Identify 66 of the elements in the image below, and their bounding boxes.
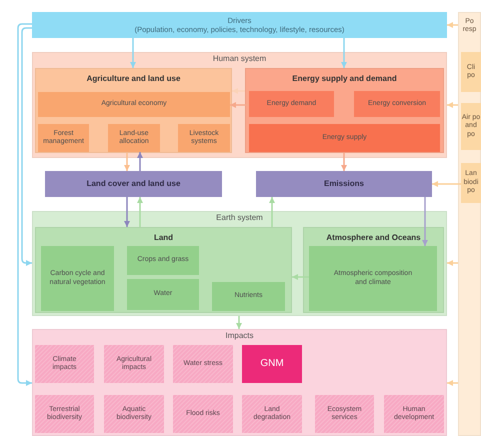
impact-box <box>35 345 94 383</box>
flow-arrow <box>236 316 242 329</box>
flow-arrow <box>124 153 130 171</box>
impact-box <box>242 395 302 433</box>
group-panel <box>303 227 444 313</box>
impact-box <box>384 395 444 433</box>
component-box <box>249 91 334 117</box>
system-panel <box>32 329 447 436</box>
group-title: Energy supply and demand <box>292 74 397 84</box>
flow-arrow <box>230 102 249 108</box>
process-bar <box>256 171 432 197</box>
group-panel <box>245 68 444 153</box>
component-box <box>108 124 160 152</box>
flow-arrow <box>130 38 136 68</box>
system-panel <box>32 52 447 158</box>
impact-box <box>104 395 164 433</box>
flow-arrow <box>292 274 309 280</box>
group-panel <box>35 227 292 313</box>
flow-arrow <box>124 197 130 227</box>
component-box <box>127 246 199 275</box>
impact-box <box>173 395 233 433</box>
side-panel <box>458 12 481 436</box>
highlight-label: GNM <box>260 358 284 370</box>
flow-arrow <box>447 260 458 266</box>
impact-box <box>35 395 94 433</box>
group-panel <box>35 68 232 153</box>
component-box <box>354 91 440 117</box>
component-box <box>127 279 199 310</box>
flow-arrow <box>232 88 245 94</box>
flow-arrow <box>447 380 458 386</box>
header-banner <box>32 12 447 38</box>
impact-box <box>104 345 164 383</box>
component-box <box>38 92 230 117</box>
flow-arrow <box>137 197 143 227</box>
process-bar <box>45 171 222 197</box>
policy-box <box>461 103 481 150</box>
component-box <box>41 246 114 311</box>
highlight-box <box>242 345 302 383</box>
component-box <box>178 124 230 152</box>
component-box <box>249 124 440 152</box>
panel-title: Impacts <box>225 331 254 341</box>
flow-arrow <box>341 153 347 171</box>
flow-arrow <box>422 197 428 246</box>
panel-title: Earth system <box>216 213 263 223</box>
flow-arrow <box>341 38 347 68</box>
flow-arrow <box>447 102 458 108</box>
flow-arrow <box>17 23 32 386</box>
group-title: Atmosphere and Oceans <box>326 233 421 243</box>
flow-arrow <box>269 197 275 227</box>
policy-box <box>461 52 481 92</box>
process-label: Land cover and land use <box>86 179 180 189</box>
flow-arrow <box>21 27 32 266</box>
process-label: Emissions <box>324 179 364 189</box>
flow-arrow <box>447 22 458 28</box>
flow-arrow <box>137 152 143 171</box>
panel-title: Human system <box>212 54 266 64</box>
component-box <box>309 246 437 311</box>
group-title: Land <box>154 233 174 243</box>
group-title: Agriculture and land use <box>86 74 180 84</box>
impact-box <box>315 395 374 433</box>
impact-box <box>173 345 233 383</box>
policy-box <box>461 163 481 203</box>
component-box <box>38 124 89 152</box>
flow-arrow <box>432 181 461 187</box>
component-box <box>212 282 285 311</box>
system-panel <box>32 211 447 316</box>
